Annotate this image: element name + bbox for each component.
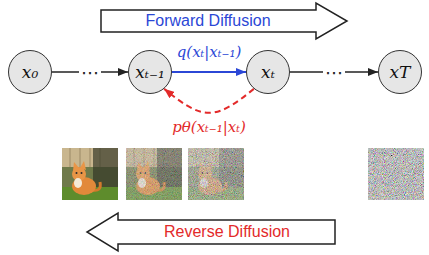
ellipsis-label: ⋯ [323,62,345,83]
noisier-image [188,148,244,200]
arrow-outline-shape [101,3,347,39]
forward-step-arrow [172,71,246,73]
state-variable: xₜ [261,63,275,82]
state-variable: x₀ [22,63,38,82]
direction-arrow: Reverse Diffusion [86,212,336,252]
reverse-step-arrow [164,89,254,113]
state-circle: x₀ [8,50,52,94]
arrow-outline-shape [87,213,335,251]
ellipsis-label: ⋯ [79,62,101,83]
direction-label: Reverse Diffusion [164,223,290,241]
transition-label: q(xₜ|xₜ₋₁) [175,43,244,61]
direction-arrow: Forward Diffusion [100,2,348,40]
state-circle: xT [378,50,422,94]
state-variable: xT [390,63,411,82]
state-circle: xₜ [246,50,290,94]
noisy-image [126,148,182,200]
state-variable: xₜ₋₁ [135,63,165,82]
transition-label: pθ(xₜ₋₁|xₜ) [170,118,248,136]
clean-image [62,148,118,200]
direction-label: Forward Diffusion [145,12,270,30]
pure-noise-image [368,148,424,200]
state-circle: xₜ₋₁ [128,50,172,94]
